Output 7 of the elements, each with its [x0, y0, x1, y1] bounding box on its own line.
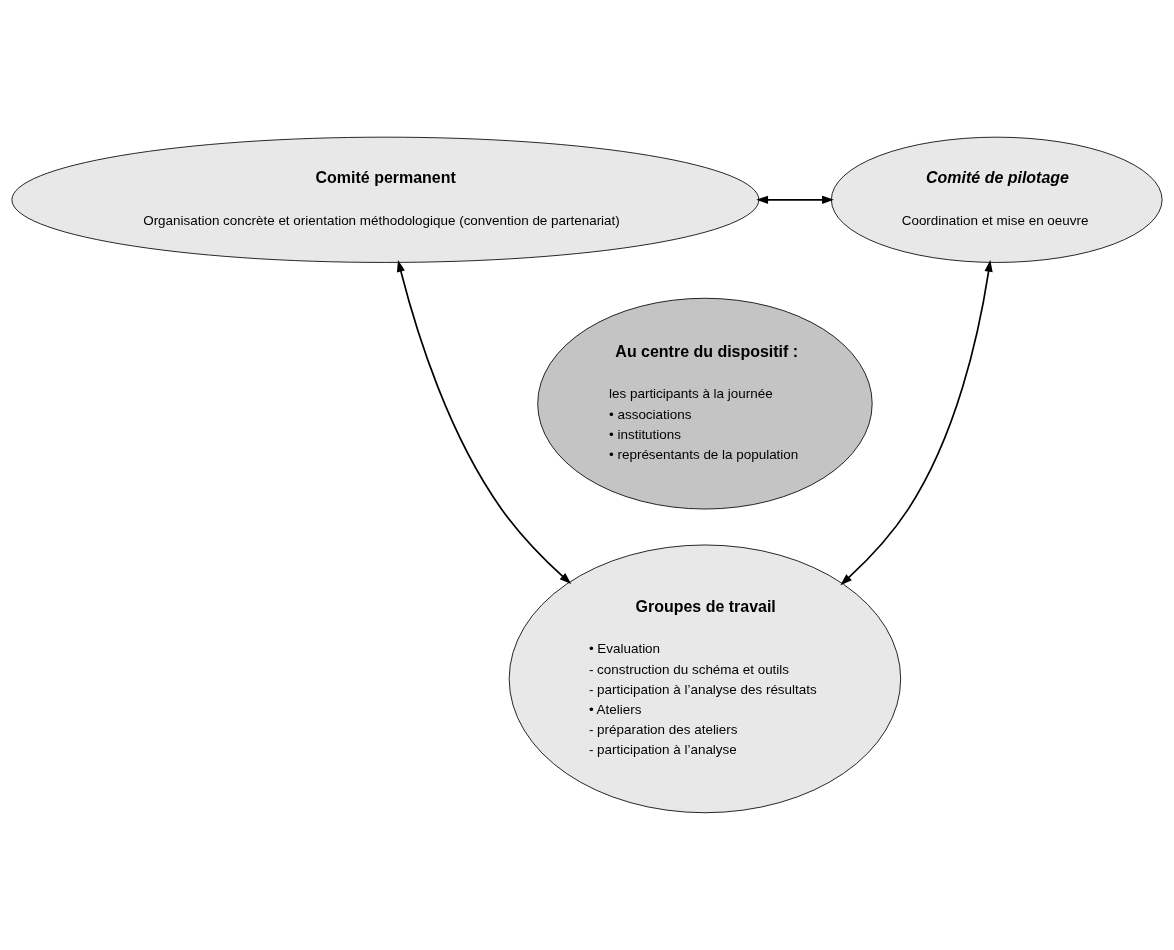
node-ellipse: Comité de pilotage Coordination et mise en oeuvre — [830, 136, 1163, 263]
arrow — [396, 260, 572, 585]
arrow — [840, 259, 993, 586]
node-ellipse: Comité permanent Organisation concrète et orientation méthodologique (convention de partenariat) — [11, 136, 760, 263]
node-ellipse: Groupes de travail • Evaluation - construction du schéma et outils - participation à l’analyse des résultats • Ateliers - préparation des ateliers - participation à l’analyse — [508, 544, 902, 814]
node-ellipse: Au centre du dispositif : les participants à la journée • associations • institutions • représentants de la population — [537, 297, 873, 510]
arrow — [756, 195, 834, 204]
